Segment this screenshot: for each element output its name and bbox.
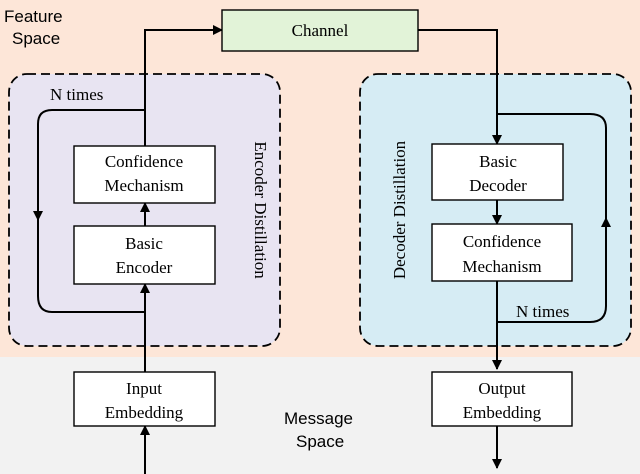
encoder-confidence-mechanism-box bbox=[73, 145, 216, 204]
decoder-confidence-line2: Mechanism bbox=[462, 257, 541, 276]
basic-decoder-line1: Basic bbox=[479, 152, 517, 171]
basic-encoder-line2: Encoder bbox=[116, 258, 173, 277]
decoder-confidence-mechanism-box bbox=[431, 223, 573, 282]
basic-decoder-box bbox=[431, 143, 564, 201]
feature-space-label-line1: Feature bbox=[4, 7, 63, 26]
encoder-to-channel-arrow bbox=[144, 25, 223, 146]
feature-space-label-line2: Space bbox=[12, 29, 60, 48]
input-embedding-line1: Input bbox=[126, 379, 162, 398]
encoder-confidence-line2: Mechanism bbox=[104, 176, 183, 195]
decoder-confidence-line1: Confidence bbox=[463, 232, 541, 251]
encoder-distillation-title: Encoder Distillation bbox=[251, 141, 270, 279]
encoder-loop-label: N times bbox=[50, 85, 103, 104]
encoder-confidence-line1: Confidence bbox=[105, 152, 183, 171]
basic-encoder-box bbox=[73, 225, 216, 285]
output-embedding-line2: Embedding bbox=[463, 403, 542, 422]
basic-encoder-line1: Basic bbox=[125, 234, 163, 253]
channel-to-decoder-arrow bbox=[418, 29, 502, 145]
decoder-distillation-title: Decoder Distillation bbox=[390, 140, 409, 279]
basic-decoder-line2: Decoder bbox=[469, 176, 527, 195]
output-embedding-line1: Output bbox=[478, 379, 526, 398]
message-space-label-line1: Message bbox=[284, 409, 353, 428]
message-space-label-line2: Space bbox=[296, 432, 344, 451]
channel-box bbox=[221, 9, 419, 52]
decoder-loop-label: N times bbox=[516, 302, 569, 321]
input-embedding-line2: Embedding bbox=[105, 403, 184, 422]
input-embedding-box bbox=[73, 371, 216, 427]
output-embedding-box bbox=[431, 371, 573, 427]
channel-label: Channel bbox=[292, 21, 349, 40]
